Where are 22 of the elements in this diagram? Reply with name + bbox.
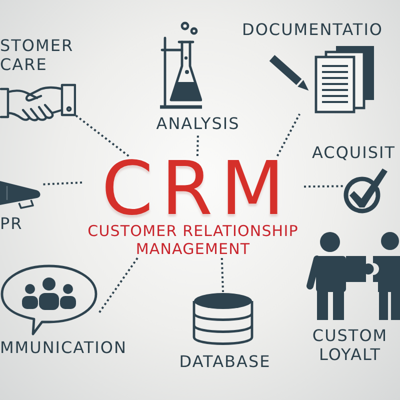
topic-label: CUSTOM LOYALT xyxy=(312,326,388,364)
dotted-connector xyxy=(196,133,199,156)
dotted-connector xyxy=(75,114,130,157)
dotted-connector xyxy=(304,185,344,188)
subtitle-text: CUSTOMER RELATIONSHIP MANAGEMENT xyxy=(86,222,300,258)
topic-label: ACQUISIT xyxy=(312,143,396,162)
topic-label: ANALYSIS xyxy=(156,114,240,134)
topic-label: STOMER CARE xyxy=(0,36,75,74)
dotted-connector xyxy=(276,114,300,156)
heading-text: CRM xyxy=(102,156,292,222)
topic-label: DATABASE xyxy=(179,352,271,372)
speech-bubble-people-icon xyxy=(0,264,98,336)
handshake-icon xyxy=(0,82,76,124)
database-icon xyxy=(192,292,254,346)
dotted-connector xyxy=(220,258,224,292)
checkmark-circle-icon xyxy=(343,166,389,214)
topic-label: PR xyxy=(0,214,23,234)
dotted-connector xyxy=(97,257,138,315)
dotted-connector xyxy=(42,182,82,186)
topic-label: MMUNICATION xyxy=(0,338,127,358)
megaphone-icon xyxy=(0,178,42,210)
topic-label: DOCUMENTATIO xyxy=(242,20,383,40)
